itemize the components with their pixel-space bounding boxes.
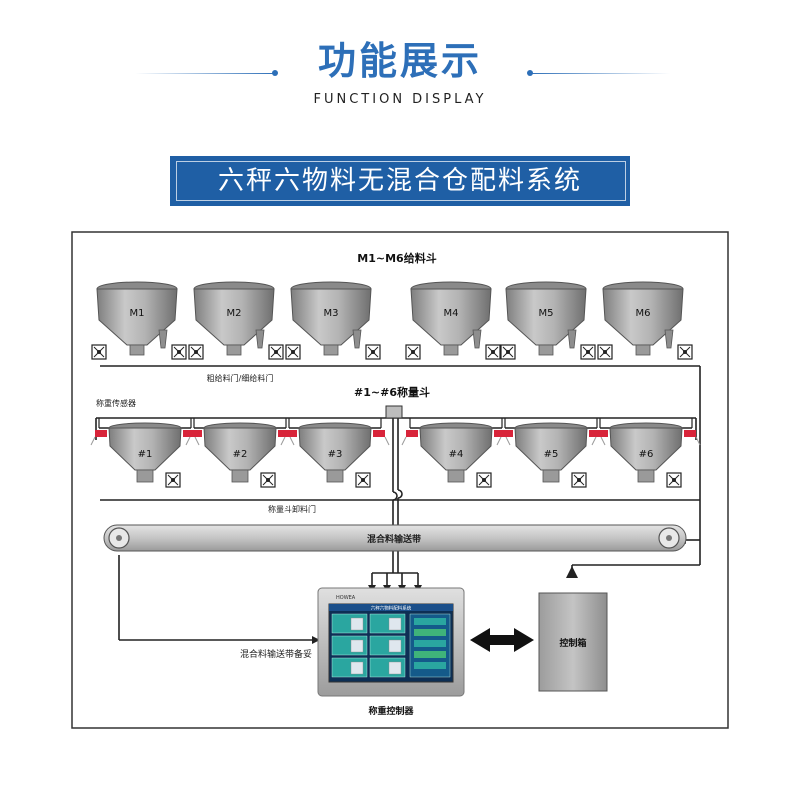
load-cell-icon bbox=[285, 430, 297, 437]
feed-hopper-label-6: M6 bbox=[636, 308, 651, 319]
fine-feed-valve-icon bbox=[485, 344, 501, 360]
feed-hopper-label-4: M4 bbox=[444, 308, 459, 319]
weigh-hopper-group: #1 #2 #3 #4 #5 #6 bbox=[90, 405, 701, 488]
feed-hopper-label-3: M3 bbox=[324, 308, 339, 319]
title-divider-dot-left bbox=[272, 70, 278, 76]
diagram-frame bbox=[71, 231, 729, 729]
discharge-valve-icon bbox=[355, 472, 371, 488]
load-cell-icon bbox=[406, 430, 418, 437]
fine-feed-valve-icon bbox=[677, 344, 693, 360]
discharge-valve-icon bbox=[476, 472, 492, 488]
load-cell-icon bbox=[95, 430, 107, 437]
weigh-hopper-label-2: #2 bbox=[233, 449, 248, 460]
feed-hopper-3: M3 bbox=[285, 281, 381, 360]
discharge-gate-label: 称量斗卸料门 bbox=[268, 504, 316, 514]
page-title: 功能展示 bbox=[317, 39, 482, 83]
weigh-hopper-1: #1 bbox=[90, 418, 200, 488]
coarse-feed-valve-icon bbox=[597, 344, 613, 360]
feed-hopper-group: M1 M2 M3 M4 M5 M6 bbox=[91, 281, 693, 360]
load-cell-icon bbox=[190, 430, 202, 437]
load-cell-icon bbox=[501, 430, 513, 437]
feed-hopper-2: M2 bbox=[188, 281, 284, 360]
junction-box-icon bbox=[385, 405, 403, 419]
weigh-hopper-5: #5 bbox=[496, 418, 606, 488]
feed-hopper-5: M5 bbox=[500, 281, 596, 360]
discharge-valve-icon bbox=[571, 472, 587, 488]
discharge-valve-icon bbox=[165, 472, 181, 488]
fine-feed-valve-icon bbox=[268, 344, 284, 360]
fine-feed-valve-icon bbox=[580, 344, 596, 360]
weigh-hopper-label-1: #1 bbox=[138, 449, 153, 460]
conveyor-belt: 混合料输送带 bbox=[103, 524, 687, 552]
coarse-feed-valve-icon bbox=[500, 344, 516, 360]
communication-arrow bbox=[470, 628, 534, 652]
title-divider-left bbox=[135, 73, 275, 74]
weighing-controller: HOWEA 六秤六物料配料系统 称重控制器 bbox=[317, 587, 465, 717]
weigh-hopper-label-5: #5 bbox=[544, 449, 559, 460]
controller-brand: HOWEA bbox=[336, 595, 356, 601]
discharge-valve-icon bbox=[666, 472, 682, 488]
coarse-feed-valve-icon bbox=[188, 344, 204, 360]
load-cell-icon bbox=[494, 430, 506, 437]
feed-hopper-6: M6 bbox=[597, 281, 693, 360]
feed-hopper-1: M1 bbox=[91, 281, 187, 360]
controller-label: 称重控制器 bbox=[368, 705, 414, 717]
weigh-hopper-label-6: #6 bbox=[639, 449, 654, 460]
weigh-hopper-6: #6 bbox=[591, 418, 701, 488]
weigh-hopper-4: #4 bbox=[401, 418, 511, 488]
weigh-hoppers-title: #1~#6称量斗 bbox=[354, 385, 430, 399]
weigh-hopper-3: #3 bbox=[280, 418, 390, 488]
conveyor-standby-label: 混合料输送带备妥 bbox=[240, 648, 312, 660]
feed-hoppers-title: M1~M6给料斗 bbox=[357, 251, 436, 265]
page-subtitle: FUNCTION DISPLAY bbox=[313, 92, 487, 107]
load-cell-label: 称重传感器 bbox=[96, 398, 136, 408]
cabinet-label: 控制箱 bbox=[559, 637, 586, 649]
feed-gate-label: 粗给料门/细给料门 bbox=[207, 373, 274, 383]
system-banner: 六秤六物料无混合仓配料系统 bbox=[170, 156, 630, 206]
weigh-hopper-label-4: #4 bbox=[449, 449, 464, 460]
feed-hopper-4: M4 bbox=[405, 281, 501, 360]
controller-screen-title: 六秤六物料配料系统 bbox=[371, 605, 412, 612]
feed-hopper-label-5: M5 bbox=[539, 308, 554, 319]
load-cell-icon bbox=[373, 430, 385, 437]
feed-hopper-label-1: M1 bbox=[130, 308, 145, 319]
system-banner-border bbox=[176, 161, 626, 201]
fine-feed-valve-icon bbox=[171, 344, 187, 360]
weigh-hopper-2: #2 bbox=[185, 418, 295, 488]
fine-feed-valve-icon bbox=[365, 344, 381, 360]
load-cell-icon bbox=[684, 430, 696, 437]
weigh-hopper-label-3: #3 bbox=[328, 449, 343, 460]
load-cell-icon bbox=[183, 430, 195, 437]
coarse-feed-valve-icon bbox=[91, 344, 107, 360]
feed-hopper-label-2: M2 bbox=[227, 308, 242, 319]
load-cell-icon bbox=[278, 430, 290, 437]
coarse-feed-valve-icon bbox=[405, 344, 421, 360]
title-divider-right bbox=[530, 73, 670, 74]
control-cabinet: 控制箱 bbox=[538, 592, 608, 692]
discharge-valve-icon bbox=[260, 472, 276, 488]
title-divider-dot-right bbox=[527, 70, 533, 76]
conveyor-label: 混合料输送带 bbox=[367, 533, 421, 545]
wiring bbox=[95, 365, 701, 641]
load-cell-icon bbox=[596, 430, 608, 437]
coarse-feed-valve-icon bbox=[285, 344, 301, 360]
load-cell-icon bbox=[589, 430, 601, 437]
